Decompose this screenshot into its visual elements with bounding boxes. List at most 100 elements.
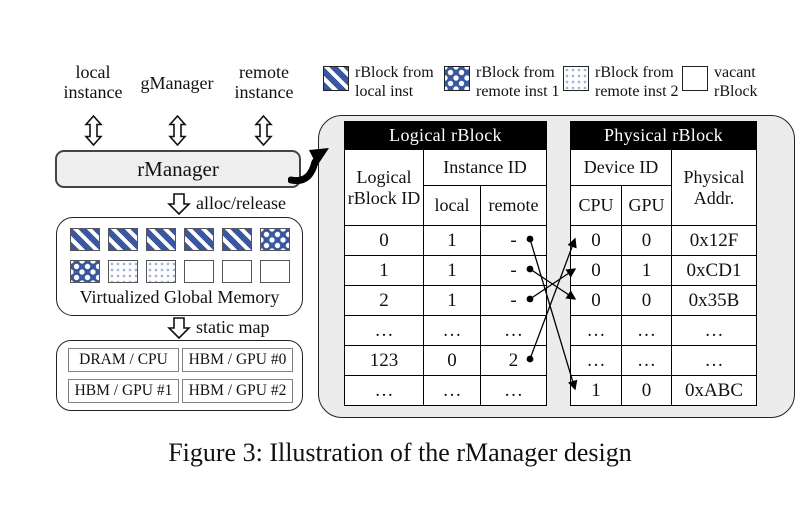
- cell: …: [480, 315, 547, 346]
- gpu-col-header: GPU: [621, 185, 672, 226]
- legend-item-remote1: rBlock from remote inst 1: [444, 63, 572, 101]
- cell: 0: [621, 225, 672, 256]
- memory-rblock-vacant: [221, 260, 252, 283]
- label-gmanager: gManager: [140, 73, 214, 93]
- memory-rblock-remote1: [69, 260, 100, 283]
- cell: 0: [344, 225, 424, 256]
- rmanager-box: rManager: [55, 150, 301, 188]
- remote1-pattern-swatch-icon: [444, 66, 470, 91]
- legend-label: vacant rBlock: [714, 64, 758, 100]
- memory-blocks: [69, 228, 291, 283]
- label-local-instance: local instance: [63, 62, 123, 102]
- table-row: 0 1 -: [344, 225, 547, 256]
- rblock-tables-panel: Logical rBlock Logical rBlock ID Instanc…: [318, 115, 795, 418]
- table-row: 123 0 2: [344, 345, 547, 376]
- figure-caption: Figure 3: Illustration of the rManager d…: [168, 438, 632, 467]
- memory-rblock-vacant: [183, 260, 214, 283]
- cell: 2: [480, 345, 547, 376]
- alloc-release-label: alloc/release: [196, 193, 286, 213]
- cell: …: [570, 345, 622, 376]
- memory-rblock-remote2: [107, 260, 138, 283]
- cell: …: [621, 345, 672, 376]
- cell: 1: [423, 255, 481, 286]
- cell: 0: [423, 345, 481, 376]
- logical-table-title: Logical rBlock: [344, 121, 547, 150]
- legend-item-remote2: rBlock from remote inst 2: [563, 63, 691, 101]
- instance-id-header: Instance ID: [423, 149, 547, 186]
- cell: 2: [344, 285, 424, 316]
- table-row: 0 0 0x12F: [570, 225, 757, 256]
- cell: -: [480, 225, 547, 256]
- memory-rblock-remote1: [259, 228, 290, 251]
- rmanager-label: rManager: [137, 156, 219, 181]
- cell: …: [344, 315, 424, 346]
- cell: 0: [570, 285, 622, 316]
- cpu-col-header: CPU: [570, 185, 622, 226]
- logical-rblock-table: Logical rBlock Logical rBlock ID Instanc…: [344, 121, 547, 406]
- cell: …: [570, 315, 622, 346]
- table-row: … … …: [344, 315, 547, 346]
- cell: …: [423, 375, 481, 406]
- cell: 0: [621, 375, 672, 406]
- cell: …: [671, 345, 757, 376]
- cell: 1: [621, 255, 672, 286]
- legend-label: rBlock from remote inst 2: [595, 64, 679, 100]
- memory-rblock-local: [69, 228, 100, 251]
- table-row: … … …: [570, 315, 757, 346]
- physical-rblock-table: Physical rBlock Device ID Physical Addr.…: [570, 121, 757, 406]
- cell: 0: [621, 285, 672, 316]
- label-remote-instance: remote instance: [234, 62, 294, 102]
- local-col-header: local: [423, 185, 481, 226]
- legend-item-vacant: vacant rBlock: [682, 63, 792, 101]
- logical-id-header: Logical rBlock ID: [344, 149, 424, 226]
- vacant-pattern-swatch-icon: [682, 66, 708, 91]
- legend-label: rBlock from local inst: [355, 64, 434, 100]
- cell: …: [671, 315, 757, 346]
- cell: 1: [423, 285, 481, 316]
- legend-item-local: rBlock from local inst: [323, 63, 441, 101]
- cell: 0xCD1: [671, 255, 757, 286]
- memory-rblock-local: [145, 228, 176, 251]
- updown-arrow-icon: [84, 115, 103, 146]
- memory-rblock-remote2: [145, 260, 176, 283]
- updown-arrow-icon: [254, 115, 273, 146]
- cell: 0x12F: [671, 225, 757, 256]
- device-dram-cpu: DRAM / CPU: [68, 348, 179, 372]
- memory-rblock-local: [183, 228, 214, 251]
- table-row: 1 1 -: [344, 255, 547, 286]
- memory-rblock-local: [221, 228, 252, 251]
- physical-table-title: Physical rBlock: [570, 121, 757, 150]
- physical-addr-header: Physical Addr.: [671, 149, 757, 226]
- cell: 0: [570, 225, 622, 256]
- memory-rblock-local: [107, 228, 138, 251]
- legend-label: rBlock from remote inst 1: [476, 64, 560, 100]
- cell: 1: [570, 375, 622, 406]
- down-arrow-icon: [167, 193, 191, 215]
- remote2-pattern-swatch-icon: [563, 66, 589, 91]
- cell: 123: [344, 345, 424, 376]
- devices-box: DRAM / CPU HBM / GPU #0 HBM / GPU #1 HBM…: [56, 340, 303, 411]
- device-hbm-gpu0: HBM / GPU #0: [182, 348, 293, 372]
- table-row: 0 0 0x35B: [570, 285, 757, 316]
- remote-col-header: remote: [480, 185, 547, 226]
- memory-rblock-vacant: [259, 260, 290, 283]
- virtualized-global-memory-box: Virtualized Global Memory: [56, 217, 303, 316]
- cell: 1: [344, 255, 424, 286]
- table-row: … … …: [344, 375, 547, 406]
- table-row: 2 1 -: [344, 285, 547, 316]
- down-arrow-icon: [167, 317, 191, 339]
- cell: -: [480, 285, 547, 316]
- device-hbm-gpu2: HBM / GPU #2: [182, 379, 293, 403]
- table-row: 0 1 0xCD1: [570, 255, 757, 286]
- device-id-header: Device ID: [570, 149, 672, 186]
- cell: …: [480, 375, 547, 406]
- updown-arrow-icon: [168, 115, 187, 146]
- device-hbm-gpu1: HBM / GPU #1: [68, 379, 179, 403]
- table-row: 1 0 0xABC: [570, 375, 757, 406]
- cell: -: [480, 255, 547, 286]
- cell: …: [344, 375, 424, 406]
- cell: 1: [423, 225, 481, 256]
- cell: …: [423, 315, 481, 346]
- cell: 0x35B: [671, 285, 757, 316]
